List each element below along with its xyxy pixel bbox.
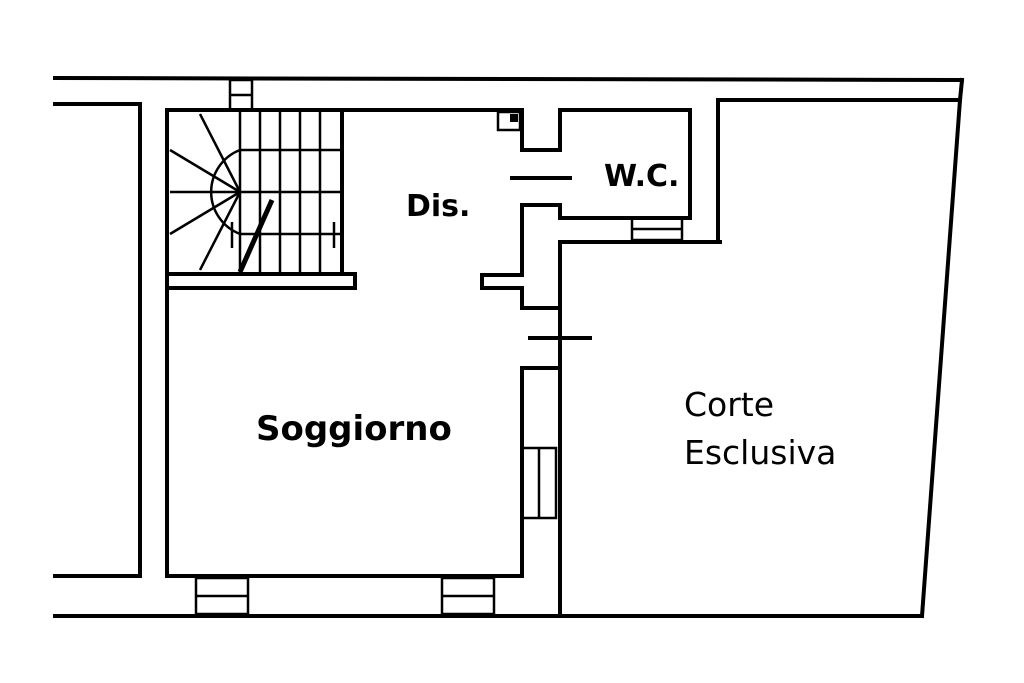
- room-label-dis: Dis.: [406, 189, 470, 224]
- soggiorno-walls: [165, 286, 558, 616]
- room-label-soggiorno: Soggiorno: [256, 409, 452, 449]
- disimpegno-walls: [340, 108, 572, 310]
- courtyard-partition: [558, 97, 963, 619]
- stair-bottom-wall: [165, 272, 357, 290]
- outer-walls: [52, 75, 965, 618]
- staircase: [165, 78, 344, 276]
- room-label-corte-line1: Corte: [684, 385, 774, 424]
- room-label-corte-line2: Esclusiva: [684, 433, 836, 472]
- stair-arrow: [237, 198, 275, 274]
- room-label-wc: W.C.: [604, 159, 679, 194]
- wc-walls: [558, 108, 692, 242]
- courtyard-door: [520, 325, 592, 370]
